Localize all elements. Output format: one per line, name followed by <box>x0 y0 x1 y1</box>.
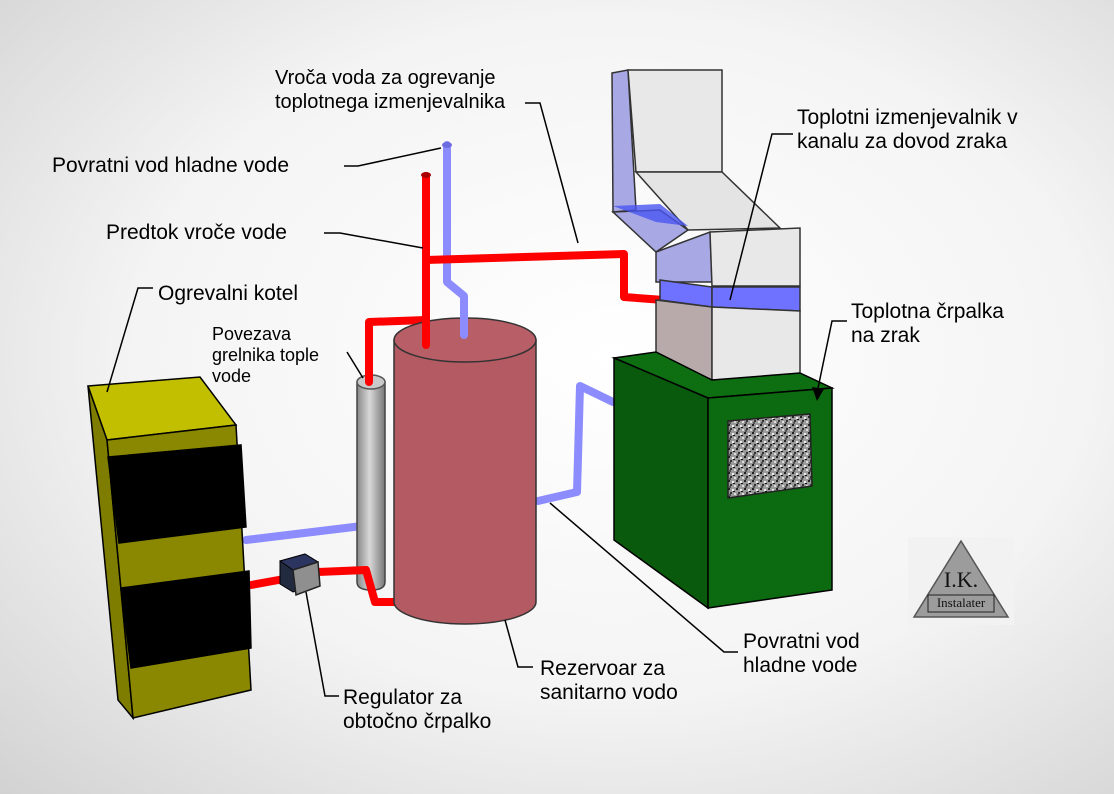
label-hot-water-exchanger: Vroča voda za ogrevanje toplotnega izmen… <box>275 67 506 113</box>
label-tank: Rezervoar za sanitarno vodo <box>540 657 678 704</box>
heating-boiler <box>86 376 252 721</box>
air-heat-pump <box>611 351 835 610</box>
sanitary-water-tank <box>393 317 537 625</box>
pump-regulator <box>278 553 321 597</box>
label-return-cold-bottom: Povratni vod hladne vode <box>743 630 860 677</box>
water-heater-tube <box>356 374 386 591</box>
label-duct-exchanger: Toplotni izmenjevalnik v kanalu za dovod… <box>797 106 1018 153</box>
hot-flow-pipes <box>247 172 668 606</box>
label-heat-pump: Toplotna črpalka na zrak <box>851 300 1004 347</box>
leader-tank <box>504 619 533 668</box>
leader-heater-connection <box>346 351 364 379</box>
logo-initials: I.K. <box>943 567 979 592</box>
cold-pipe-boiler-to-heater <box>242 522 366 544</box>
label-return-cold-top: Povratni vod hladne vode <box>52 154 289 177</box>
instalater-logo: I.K. Instalater <box>908 537 1014 625</box>
leader-return-cold-bottom <box>549 502 738 653</box>
label-regulator: Regulator za obtočno črpalko <box>343 686 492 733</box>
air-duct-exchanger <box>611 69 801 382</box>
leader-regulator <box>305 591 339 697</box>
label-hot-flow: Predtok vroče vode <box>106 221 287 244</box>
cold-pipe-pump-to-tank <box>534 382 617 505</box>
leader-hot-flow <box>324 232 424 249</box>
leader-return-cold-top <box>344 147 442 167</box>
label-heater-connection: Povezava grelnika tople vode <box>212 324 320 386</box>
hot-pipe-regulator-to-boiler <box>247 575 288 589</box>
leader-heat-pump <box>816 320 847 394</box>
leader-boiler <box>106 287 153 393</box>
label-boiler: Ogrevalni kotel <box>158 282 299 305</box>
leader-lines <box>106 102 847 697</box>
hot-pipe-to-exchanger <box>422 250 668 304</box>
leader-duct-exchanger <box>729 133 793 301</box>
logo-name: Instalater <box>936 595 986 610</box>
leader-hot-water-exchanger <box>525 102 579 244</box>
hot-pipe-end-cap <box>421 172 431 178</box>
hot-pipe-to-boiler <box>314 566 401 606</box>
leader-heat-pump-arrow <box>812 387 824 401</box>
hot-pipe-heater-loop <box>365 316 430 386</box>
cold-pipe-end-cap <box>442 142 452 148</box>
